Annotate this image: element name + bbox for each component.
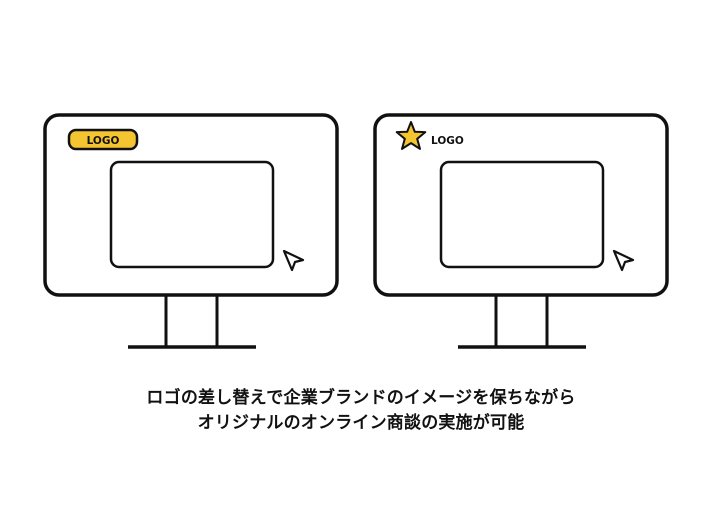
cursor-icon: [282, 249, 305, 272]
logo-badge-pill: [67, 128, 139, 151]
monitor-right-content-window: [439, 160, 605, 269]
logo-star: LOGO: [395, 121, 464, 150]
star-icon: [395, 121, 427, 150]
caption: ロゴの差し替えで企業ブランドのイメージを保ちながら オリジナルのオンライン商談の…: [0, 386, 722, 436]
caption-line-1: ロゴの差し替えで企業ブランドのイメージを保ちながら: [146, 388, 576, 408]
caption-line-2: オリジナルのオンライン商談の実施が可能: [197, 413, 525, 433]
monitor-left: LOGO: [43, 113, 339, 349]
cursor-icon: [612, 249, 635, 272]
logo-badge-text: LOGO: [87, 135, 120, 147]
monitor-left-content-window: [109, 160, 275, 269]
logo-star-text: LOGO: [431, 135, 464, 147]
logo-badge: LOGO: [67, 128, 139, 151]
monitor-right: LOGO: [373, 113, 669, 349]
